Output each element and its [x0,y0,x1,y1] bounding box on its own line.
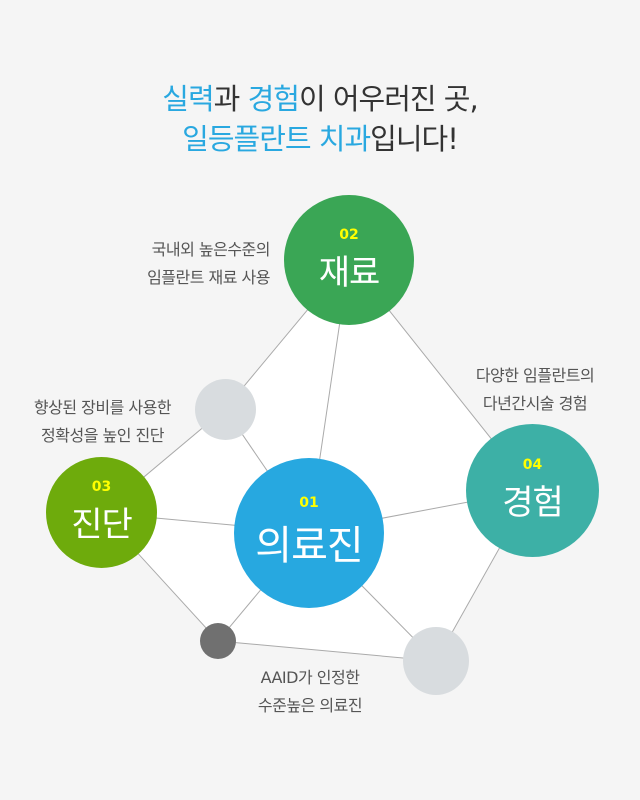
heading-line-1: 실력과 경험이 어우러진 곳, [0,76,640,118]
heading-text: 입니다! [370,122,459,156]
node-number: 01 [299,495,319,511]
heading-text: 과 [213,82,248,116]
heading-highlight: 일등플란트 치과 [182,122,371,156]
desc-line: 수준높은 의료진 [257,696,363,715]
desc-line: AAID가 인정한 [260,668,360,687]
heading-highlight: 실력 [162,82,214,116]
gray-dot [403,627,469,695]
heading-text: 이 어우러진 곳, [298,82,479,116]
heading-highlight: 경험 [247,82,300,116]
heading-line-2: 일등플란트 치과입니다! [0,116,640,158]
node-diagnosis: 03 진단 [46,457,157,568]
desc-line: 정확성을 높인 진단 [41,426,164,445]
desc-line: 다년간시술 경험 [482,394,588,413]
desc-line: 향상된 장비를 사용한 [33,398,172,417]
node-label: 의료진 [255,523,363,569]
desc-line: 국내외 높은수준의 [151,240,271,259]
node-materials: 02 재료 [284,195,414,325]
node-label: 경험 [502,483,564,523]
node-label: 재료 [318,252,381,293]
desc-line: 다양한 임플란트의 [475,366,595,385]
dark-dot [200,623,236,659]
gray-dot [195,379,256,440]
node-staff: 01 의료진 [234,458,384,608]
node-number: 03 [91,479,112,495]
node-number: 02 [339,226,359,243]
desc-line: 임플란트 재료 사용 [147,268,270,287]
node-number: 04 [522,457,543,473]
node-experience: 04 경험 [466,424,599,557]
node-label: 진단 [71,505,133,545]
